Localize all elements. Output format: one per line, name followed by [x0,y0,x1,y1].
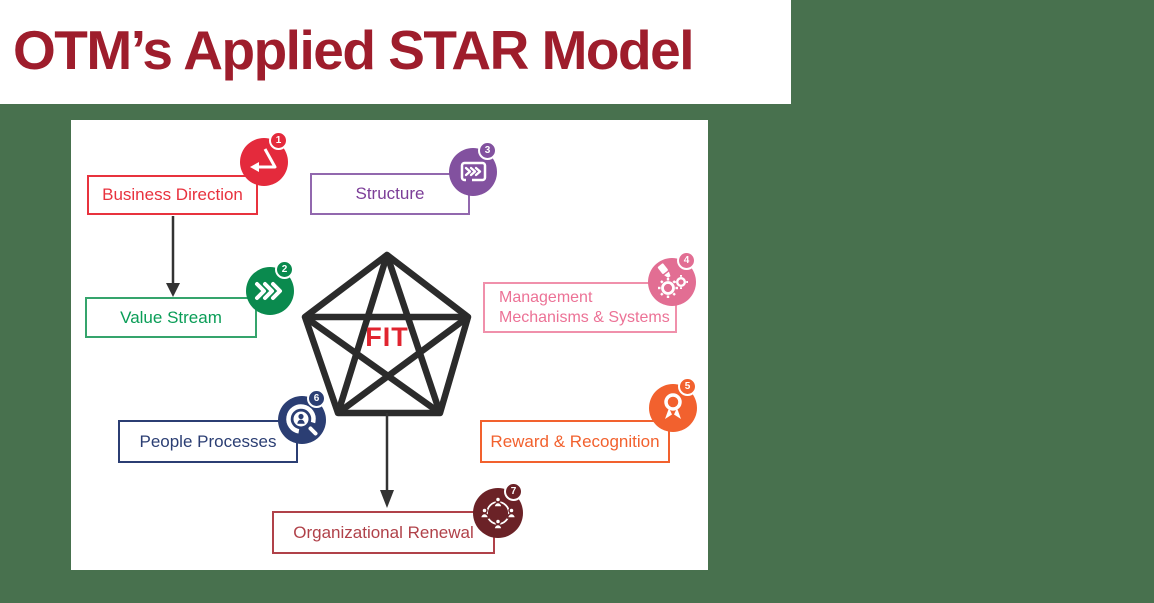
triple-chevron-icon: 2 [246,260,294,315]
value-stream-label: Value Stream [120,307,222,327]
management-number-badge: 4 [677,251,696,270]
fit-center-label: FIT [365,322,409,352]
structure-label: Structure [355,184,425,203]
value-stream-box: Value Stream [85,297,257,338]
management-mechanisms-systems-box: Management Mechanisms & Systems [483,282,677,333]
structure-box: Structure [310,173,470,215]
star-model-diagram-panel: FIT Business Direction Value Stream Stru… [71,120,708,570]
business-direction-label: Business Direction [102,185,243,204]
page-title: OTM’s Applied STAR Model [13,19,695,81]
reward-recognition-number-badge: 5 [678,377,697,396]
structure-number-badge: 3 [478,141,497,160]
people-cycle-icon: 7 [473,482,523,538]
reward-recognition-box: Reward & Recognition [480,420,670,463]
organizational-renewal-box: Organizational Renewal [272,511,495,554]
pentagon-star-diagram [166,216,472,508]
value-stream-number-badge: 2 [275,260,294,279]
gears-tool-icon: 4 [648,251,696,306]
screen-fast-forward-icon: 3 [449,141,497,196]
people-processes-label: People Processes [139,431,277,451]
strategy-triangle-arrow-icon: 1 [240,131,288,186]
business-direction-number-badge: 1 [269,131,288,150]
business-direction-box: Business Direction [87,175,258,215]
person-magnifier-icon: 6 [278,389,326,444]
title-band: OTM’s Applied STAR Model [0,0,791,104]
award-ribbon-icon: 5 [649,377,697,432]
arrow-business-to-value-stream [166,216,180,297]
organizational-renewal-label: Organizational Renewal [293,522,474,542]
arrow-pentagon-to-organizational-renewal [380,413,394,508]
management-label-line1: Management [499,288,593,306]
organizational-renewal-number-badge: 7 [504,482,523,501]
reward-recognition-label: Reward & Recognition [490,431,660,451]
management-label-line2: Mechanisms & Systems [499,308,670,326]
people-processes-box: People Processes [118,420,298,463]
people-processes-number-badge: 6 [307,389,326,408]
fit-pentagon [301,251,472,417]
